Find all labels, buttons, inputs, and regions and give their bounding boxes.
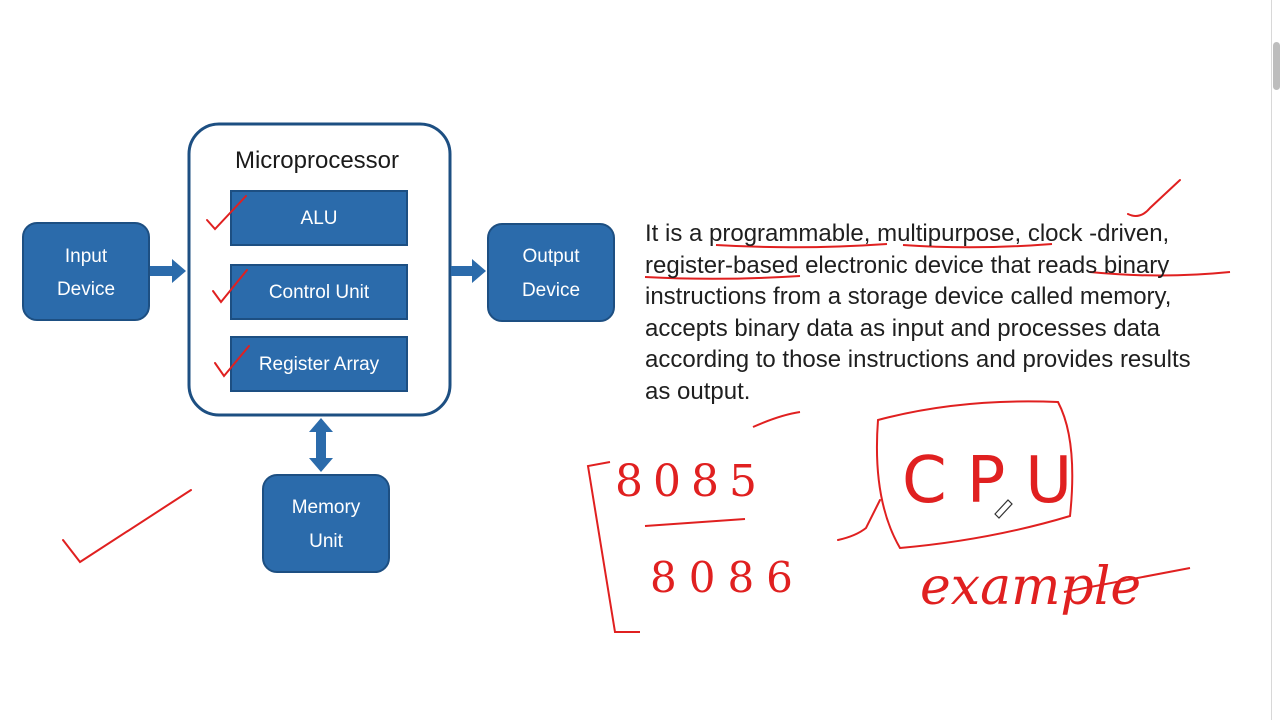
handwritten-example-stroke — [1063, 567, 1191, 593]
microprocessor-title: Microprocessor — [235, 147, 399, 174]
definition-line-4: accepts binary data as input and process… — [645, 314, 1160, 342]
underline-multipurpose — [902, 243, 1053, 249]
memory-unit-label-line2: Unit — [309, 531, 344, 552]
definition-paragraph: It is a programmable, multipurpose, cloc… — [645, 218, 1265, 408]
definition-line-2: register-based electronic device that re… — [645, 251, 1170, 279]
memory-unit-box — [262, 474, 390, 573]
input-device-box — [22, 222, 150, 321]
output-device-box — [487, 223, 615, 322]
underline-register-based — [644, 275, 801, 280]
cpu-memory-bidirectional-arrow — [309, 418, 333, 472]
definition-line-3: instructions from a storage device calle… — [645, 283, 1172, 311]
handwritten-cpu: CPU — [902, 444, 1092, 518]
tick-register-array-icon — [214, 345, 250, 378]
tick-diagram-icon — [62, 489, 192, 564]
pen-cursor-icon — [994, 499, 1013, 519]
handwritten-divider-line — [644, 518, 746, 527]
scrollbar-thumb[interactable] — [1273, 42, 1280, 90]
definition-line-5: according to those instructions and prov… — [645, 346, 1191, 374]
definition-line-6: as output. — [645, 377, 751, 405]
underline-programmable — [715, 243, 888, 249]
handwritten-example: example — [920, 557, 1141, 617]
control-unit-label: Control Unit — [269, 282, 370, 303]
tick-alu-icon — [206, 195, 247, 231]
handwritten-8085: 8085 — [615, 456, 767, 507]
control-unit-box — [230, 264, 408, 320]
register-array-label: Register Array — [259, 354, 380, 375]
handwritten-bracket — [586, 461, 640, 633]
tick-cpu-icon — [837, 499, 881, 541]
alu-label: ALU — [301, 208, 338, 229]
definition-line-1: It is a programmable, multipurpose, cloc… — [645, 220, 1170, 247]
cpu-to-output-arrow — [451, 259, 486, 283]
output-device-label-line2: Device — [522, 280, 580, 301]
input-device-label-line2: Device — [57, 279, 115, 300]
handwritten-cpu-box — [875, 400, 1074, 550]
input-device-label-line1: Input — [65, 246, 108, 267]
handwritten-stroke — [752, 411, 801, 428]
scrollbar[interactable] — [1271, 0, 1280, 720]
underline-reads-binary — [1089, 271, 1231, 277]
output-device-label-line1: Output — [522, 246, 580, 267]
memory-unit-label-line1: Memory — [292, 497, 361, 518]
tick-control-unit-icon — [212, 269, 248, 304]
input-to-cpu-arrow — [150, 259, 186, 283]
handwritten-8086: 8086 — [650, 553, 805, 602]
alu-box — [230, 190, 408, 246]
tick-definition-icon — [1127, 179, 1181, 217]
register-array-box — [230, 336, 408, 392]
